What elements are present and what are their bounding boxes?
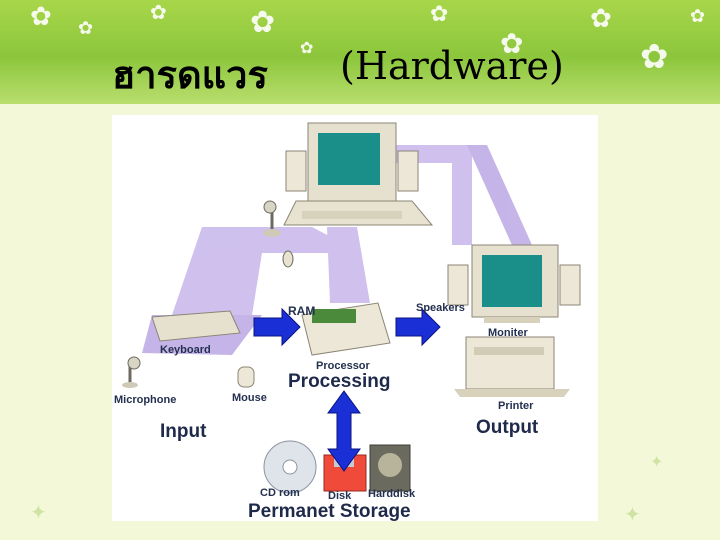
flower-icon: ✿ (590, 4, 612, 34)
microphone-icon (122, 356, 141, 388)
cd-rom-label: CD rom (260, 487, 300, 499)
mouse-icon (282, 250, 294, 268)
diagram-canvas: RAM Speakers Keyboard Processor Processi… (114, 122, 581, 521)
mouse-label: Mouse (232, 392, 267, 404)
keyboard-icon (151, 310, 241, 342)
flower-icon: ✿ (430, 2, 449, 27)
processor-to-output-arrow (395, 307, 441, 347)
flow-band (467, 145, 532, 245)
input-label: Input (160, 421, 207, 442)
keyboard-label: Keyboard (160, 344, 211, 356)
microphone-label: Microphone (114, 394, 176, 406)
flower-icon: ✿ (640, 37, 669, 77)
disk-label: Disk (328, 490, 352, 502)
flow-arrows (253, 307, 441, 472)
computer-icon (283, 122, 434, 226)
microphone-icon (263, 200, 281, 237)
processor-icon (301, 302, 391, 356)
page-title-thai: ฮารดแวร (112, 52, 268, 97)
monitor-icon (447, 244, 581, 323)
printer-label: Printer (498, 400, 534, 412)
page-title-english: (Hardware) (340, 44, 564, 88)
processing-label: Processing (288, 371, 390, 392)
flower-icon: ✿ (690, 6, 706, 27)
flower-icon: ✿ (300, 38, 314, 57)
flower-icon: ✿ (250, 5, 276, 40)
title-banner: ✿ ✿ ✿ ✿ ✿ ✿ ✿ ✿ ✿ ✿ (0, 0, 720, 104)
flower-icon: ✿ (150, 0, 167, 24)
star-icon: ✦ (650, 452, 664, 471)
cd-rom-icon (263, 440, 317, 494)
speakers-label: Speakers (416, 302, 465, 314)
ram-label: RAM (288, 304, 315, 318)
star-icon: ✦ (624, 502, 641, 526)
hardware-diagram: RAM Speakers Keyboard Processor Processi… (112, 115, 598, 521)
mouse-icon (237, 366, 255, 388)
harddisk-icon (369, 444, 411, 492)
processor-storage-arrow (327, 390, 361, 472)
flower-icon: ✿ (30, 2, 52, 32)
star-icon: ✦ (30, 500, 47, 524)
flower-icon: ✿ (78, 18, 94, 39)
flow-from-keyboard (172, 227, 362, 315)
processor-label: Processor (316, 360, 371, 372)
moniter-label: Moniter (488, 327, 528, 339)
harddisk-label: Harddisk (368, 488, 416, 500)
permanet-storage-label: Permanet Storage (248, 501, 411, 521)
flow-to-processor (327, 227, 370, 303)
input-to-processor-arrow (253, 307, 301, 347)
printer-icon (454, 336, 570, 397)
output-label: Output (476, 417, 539, 438)
flower-icon: ✿ (500, 27, 524, 60)
